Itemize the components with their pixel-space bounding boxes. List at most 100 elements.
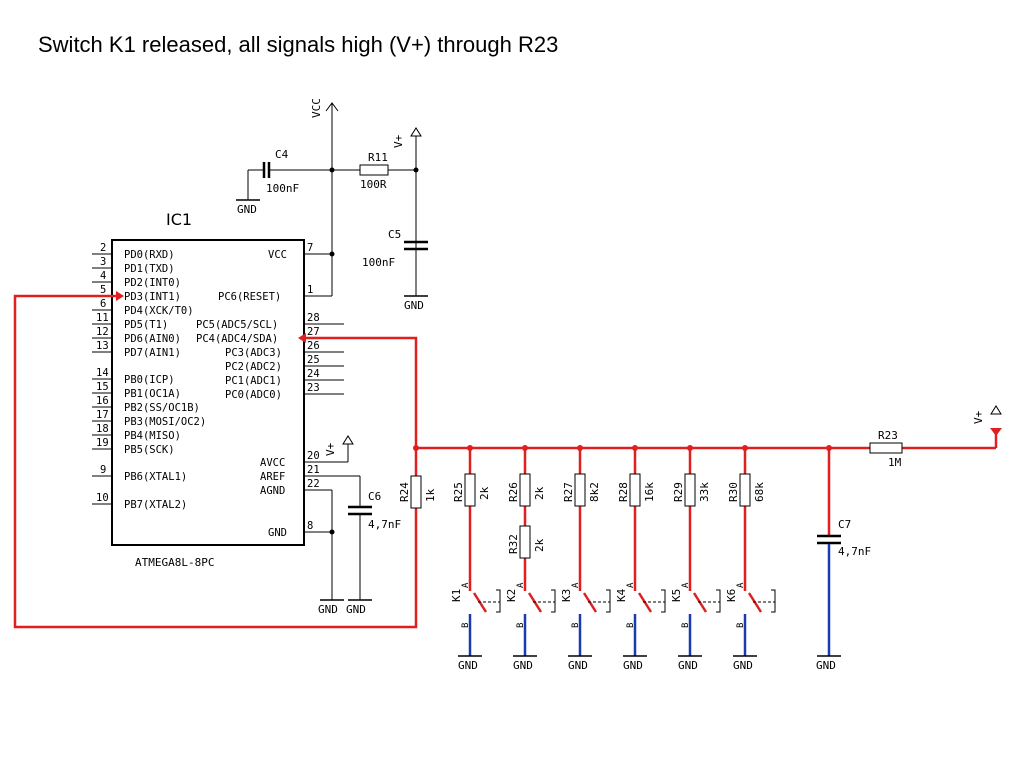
ic1-chip: IC1 ATMEGA8L-8PC: [111, 210, 305, 569]
ic1-body: [111, 239, 305, 546]
vcc-supply: VCC GND C4 100nF R11 100R V+ C5 100nF GN…: [236, 98, 428, 312]
pin-label: PD0(RXD): [124, 249, 175, 261]
pin-number: 27: [307, 326, 320, 338]
gnd-label: GND: [513, 659, 533, 672]
pin-label: GND: [268, 527, 287, 539]
ladder-branch: R28 16k K4 A B GND: [615, 445, 666, 672]
pin-number: 24: [307, 368, 320, 380]
pin-label: PD3(INT1): [124, 291, 181, 303]
slide-title: Switch K1 released, all signals high (V+…: [38, 32, 559, 57]
pin-label: PC4(ADC4/SDA): [196, 333, 278, 345]
pin-label: AGND: [260, 485, 285, 497]
switch-terminal-b: B: [736, 623, 746, 628]
gnd-label: GND: [568, 659, 588, 672]
pin-number: 4: [100, 270, 106, 282]
ladder-branch: R26 2k R32 2k K2 A B GND: [505, 445, 556, 672]
ladder-resistor: [629, 473, 641, 507]
pin-number: 21: [307, 464, 320, 476]
ic1-part-number: ATMEGA8L-8PC: [135, 556, 214, 569]
switch-terminal-b: B: [571, 623, 581, 628]
pin-number: 18: [96, 423, 109, 435]
gnd-label: GND: [458, 659, 478, 672]
ladder-resistor: [684, 473, 696, 507]
switch-name: K4: [615, 588, 628, 602]
vplus-triangle-icon: [990, 405, 1002, 415]
pin-number: 26: [307, 340, 320, 352]
resistor-name: R27: [562, 482, 575, 502]
pin-number: 12: [96, 326, 109, 338]
pin-label: AVCC: [260, 457, 285, 469]
switch-terminal-a: A: [681, 582, 691, 588]
pin-label: PB7(XTAL2): [124, 499, 187, 511]
pin-label: PC0(ADC0): [225, 389, 282, 401]
pin-label: PC5(ADC5/SCL): [196, 319, 278, 331]
pin-label: PB6(XTAL1): [124, 471, 187, 483]
vplus-label: V+: [324, 442, 337, 456]
gnd-label: GND: [678, 659, 698, 672]
feedback-wire: [13, 294, 418, 629]
switch-name: K6: [725, 589, 738, 602]
pin-number: 6: [100, 298, 106, 310]
pin-label: PD7(AIN1): [124, 347, 181, 359]
pin-number: 9: [100, 464, 106, 476]
pin-number: 19: [96, 437, 109, 449]
pin-number: 1: [307, 284, 313, 296]
pin-label: PB5(SCK): [124, 444, 175, 456]
analog-supply: V+ C6 4,7nF GND GND: [318, 435, 401, 616]
gnd-label: GND: [318, 603, 338, 616]
pin-label: AREF: [260, 471, 285, 483]
pin-label: PC2(ADC2): [225, 361, 282, 373]
c4-name: C4: [275, 148, 289, 161]
c4-value: 100nF: [266, 182, 299, 195]
c5-name: C5: [388, 228, 401, 241]
gnd-label: GND: [346, 603, 366, 616]
vplus-label: V+: [972, 410, 985, 424]
pin-number: 11: [96, 312, 109, 324]
switch-terminal-b: B: [626, 623, 636, 628]
pin-number: 8: [307, 520, 313, 532]
adc-input-wire: [306, 336, 418, 448]
ladder-branch: R30 68k K6 A B GND: [725, 445, 776, 672]
r24-resistor-group: R24 1k: [398, 475, 437, 509]
vplus-triangle-icon: [410, 127, 422, 137]
resistor-value: 2k: [533, 486, 546, 500]
gnd-label: GND: [237, 203, 257, 216]
pin-label: PB4(MISO): [124, 430, 181, 442]
r24-value: 1k: [424, 488, 437, 502]
c7-capacitor: C7 4,7nF GND: [816, 445, 871, 672]
ladder-resistor: [739, 473, 751, 507]
switch-name: K1: [450, 589, 463, 602]
resistor-value: 68k: [753, 482, 766, 502]
pin-label: PC3(ADC3): [225, 347, 282, 359]
pin-number: 10: [96, 492, 109, 504]
switch-terminal-a: A: [516, 582, 526, 588]
r11-resistor: [359, 164, 389, 176]
pin-number: 28: [307, 312, 320, 324]
resistor-value: 33k: [698, 482, 711, 502]
pin-number: 23: [307, 382, 320, 394]
pin-label: PD2(INT0): [124, 277, 181, 289]
pin-number: 17: [96, 409, 109, 421]
switch-terminal-a: A: [626, 582, 636, 588]
ladder-branch: R27 8k2 K3 A B GND: [560, 445, 611, 672]
resistor-name: R29: [672, 482, 685, 502]
r23-name: R23: [878, 429, 898, 442]
ladder-branch: R29 33k K5 A B GND: [670, 445, 721, 672]
r32-value: 2k: [533, 538, 546, 552]
switch-name: K3: [560, 589, 573, 602]
ic1-name: IC1: [166, 210, 192, 229]
